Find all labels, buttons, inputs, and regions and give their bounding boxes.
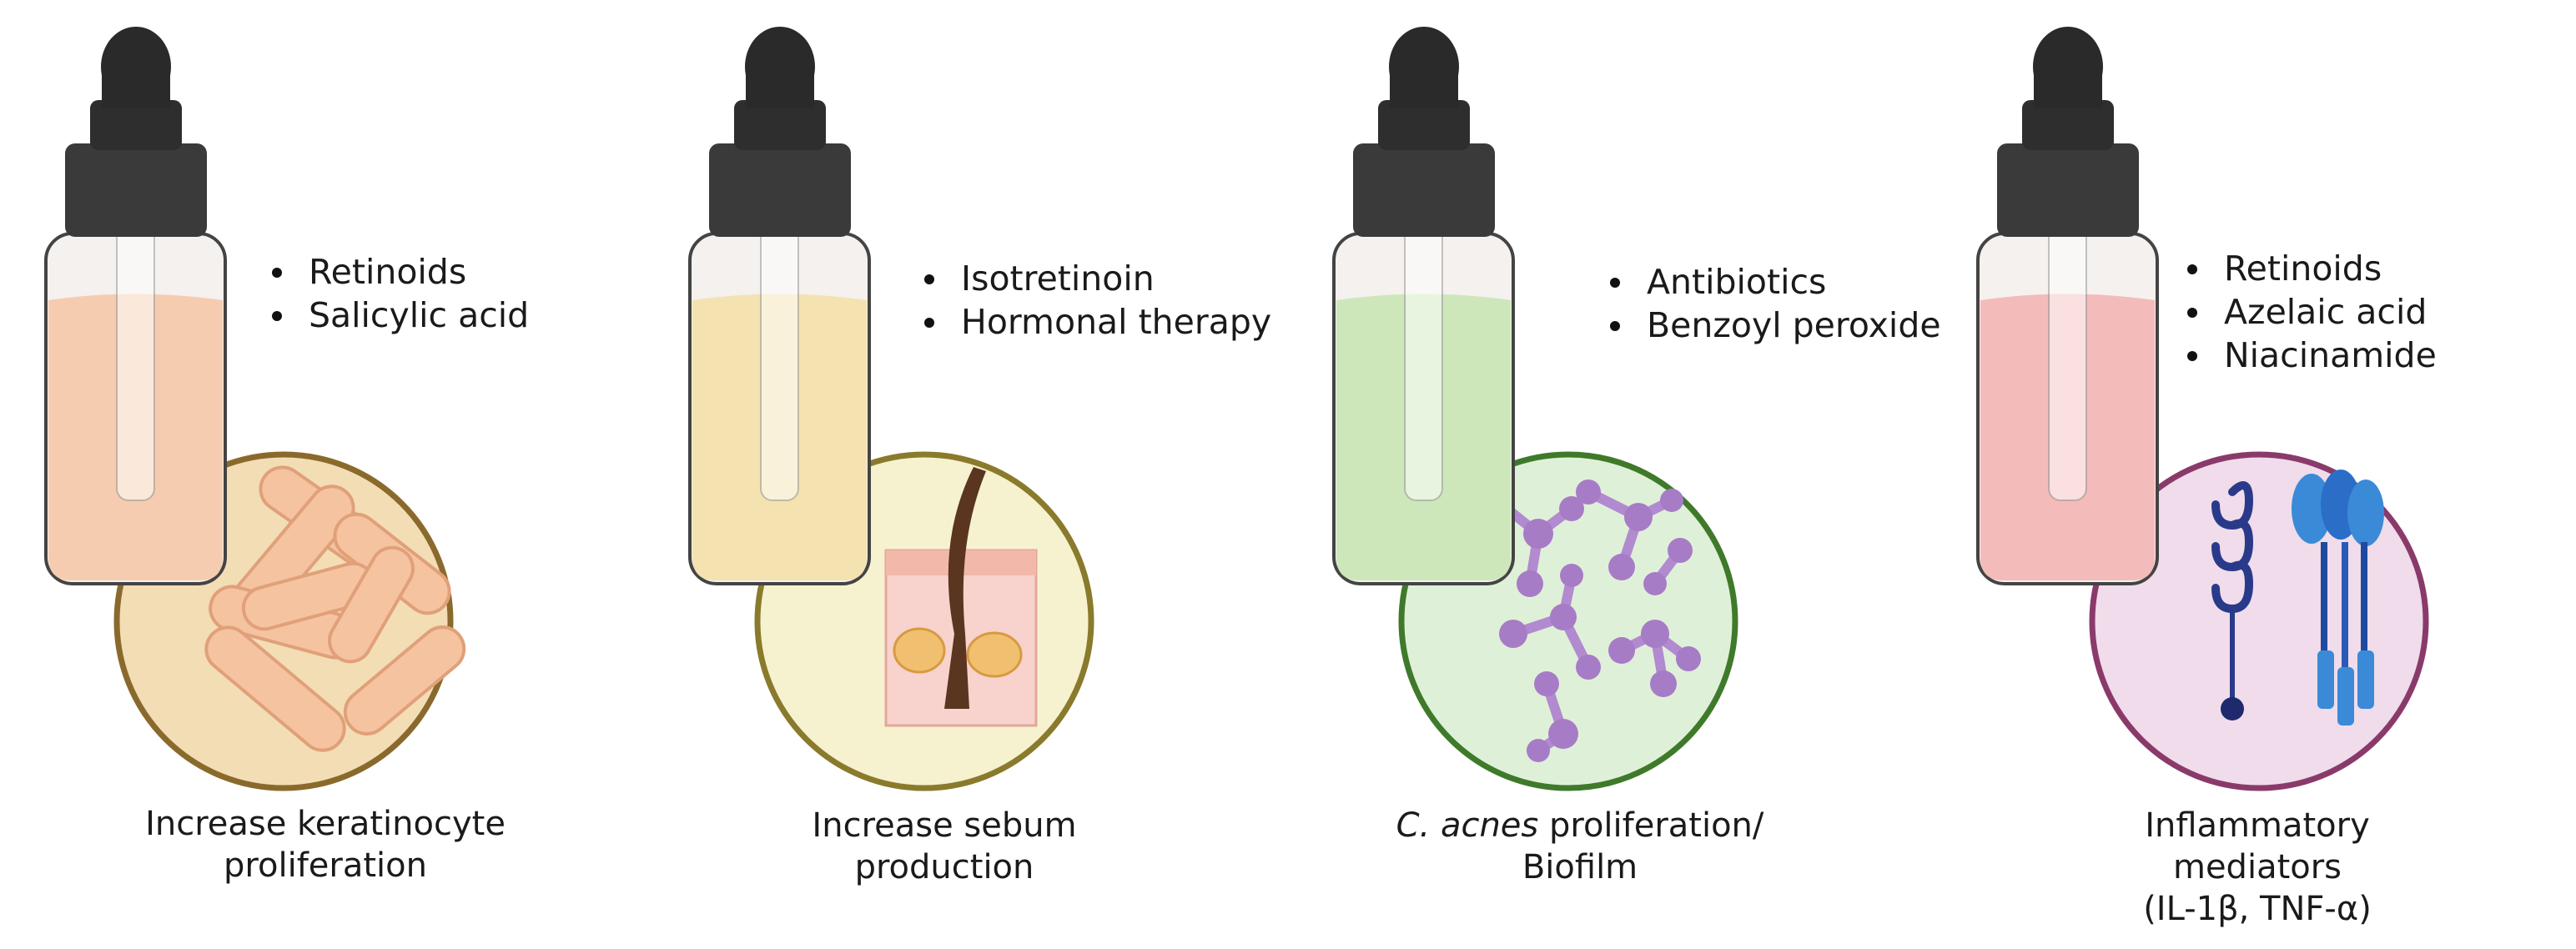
- dropper-bottle-icon: [1978, 27, 2157, 584]
- caption-line: production: [686, 846, 1203, 888]
- inflammatory-treatments: Retinoids Azelaic acid Niacinamide: [2182, 247, 2437, 377]
- caption-line: mediators: [2007, 846, 2508, 888]
- inflammatory-caption: Inflammatory mediators (IL-1β, TNF-α): [2007, 805, 2508, 930]
- caption-line: (IL-1β, TNF-α): [2007, 888, 2508, 930]
- treatment-item: Benzoyl peroxide: [1605, 304, 1941, 347]
- sebum-treatments: Isotretinoin Hormonal therapy: [919, 257, 1271, 344]
- panel-keratinocyte: Retinoids Salicylic acid Increase kerati…: [0, 0, 644, 949]
- treatment-item: Hormonal therapy: [919, 300, 1271, 344]
- caption-line: Biofilm: [1321, 846, 1839, 888]
- panel-inflammatory: Retinoids Azelaic acid Niacinamide Infla…: [1932, 0, 2576, 949]
- treatment-item: Retinoids: [2182, 247, 2437, 290]
- sebum-caption: Increase sebum production: [686, 805, 1203, 888]
- keratinocyte-caption: Increase keratinocyte proliferation: [67, 803, 584, 886]
- dropper-bottle-icon: [46, 27, 225, 584]
- caption-line: C. acnes proliferation/: [1321, 805, 1839, 846]
- treatment-item: Salicylic acid: [267, 294, 529, 337]
- treatment-item: Azelaic acid: [2182, 290, 2437, 334]
- dropper-bottle-icon: [1334, 27, 1513, 584]
- treatment-item: Niacinamide: [2182, 334, 2437, 377]
- caption-line: Increase sebum: [686, 805, 1203, 846]
- caption-line: proliferation: [67, 845, 584, 886]
- keratinocyte-treatments: Retinoids Salicylic acid: [267, 250, 529, 337]
- caption-text: proliferation/: [1538, 806, 1763, 845]
- caption-italic: C. acnes: [1396, 806, 1539, 845]
- cacnes-treatments: Antibiotics Benzoyl peroxide: [1605, 260, 1941, 347]
- caption-line: Increase keratinocyte: [67, 803, 584, 845]
- treatment-item: Retinoids: [267, 250, 529, 294]
- treatment-item: Antibiotics: [1605, 260, 1941, 304]
- cacnes-caption: C. acnes proliferation/ Biofilm: [1321, 805, 1839, 888]
- panel-cacnes: Antibiotics Benzoyl peroxide C. acnes pr…: [1288, 0, 1932, 949]
- panel-sebum: Isotretinoin Hormonal therapy Increase s…: [644, 0, 1288, 949]
- caption-line: Inflammatory: [2007, 805, 2508, 846]
- dropper-bottle-icon: [690, 27, 869, 584]
- treatment-item: Isotretinoin: [919, 257, 1271, 300]
